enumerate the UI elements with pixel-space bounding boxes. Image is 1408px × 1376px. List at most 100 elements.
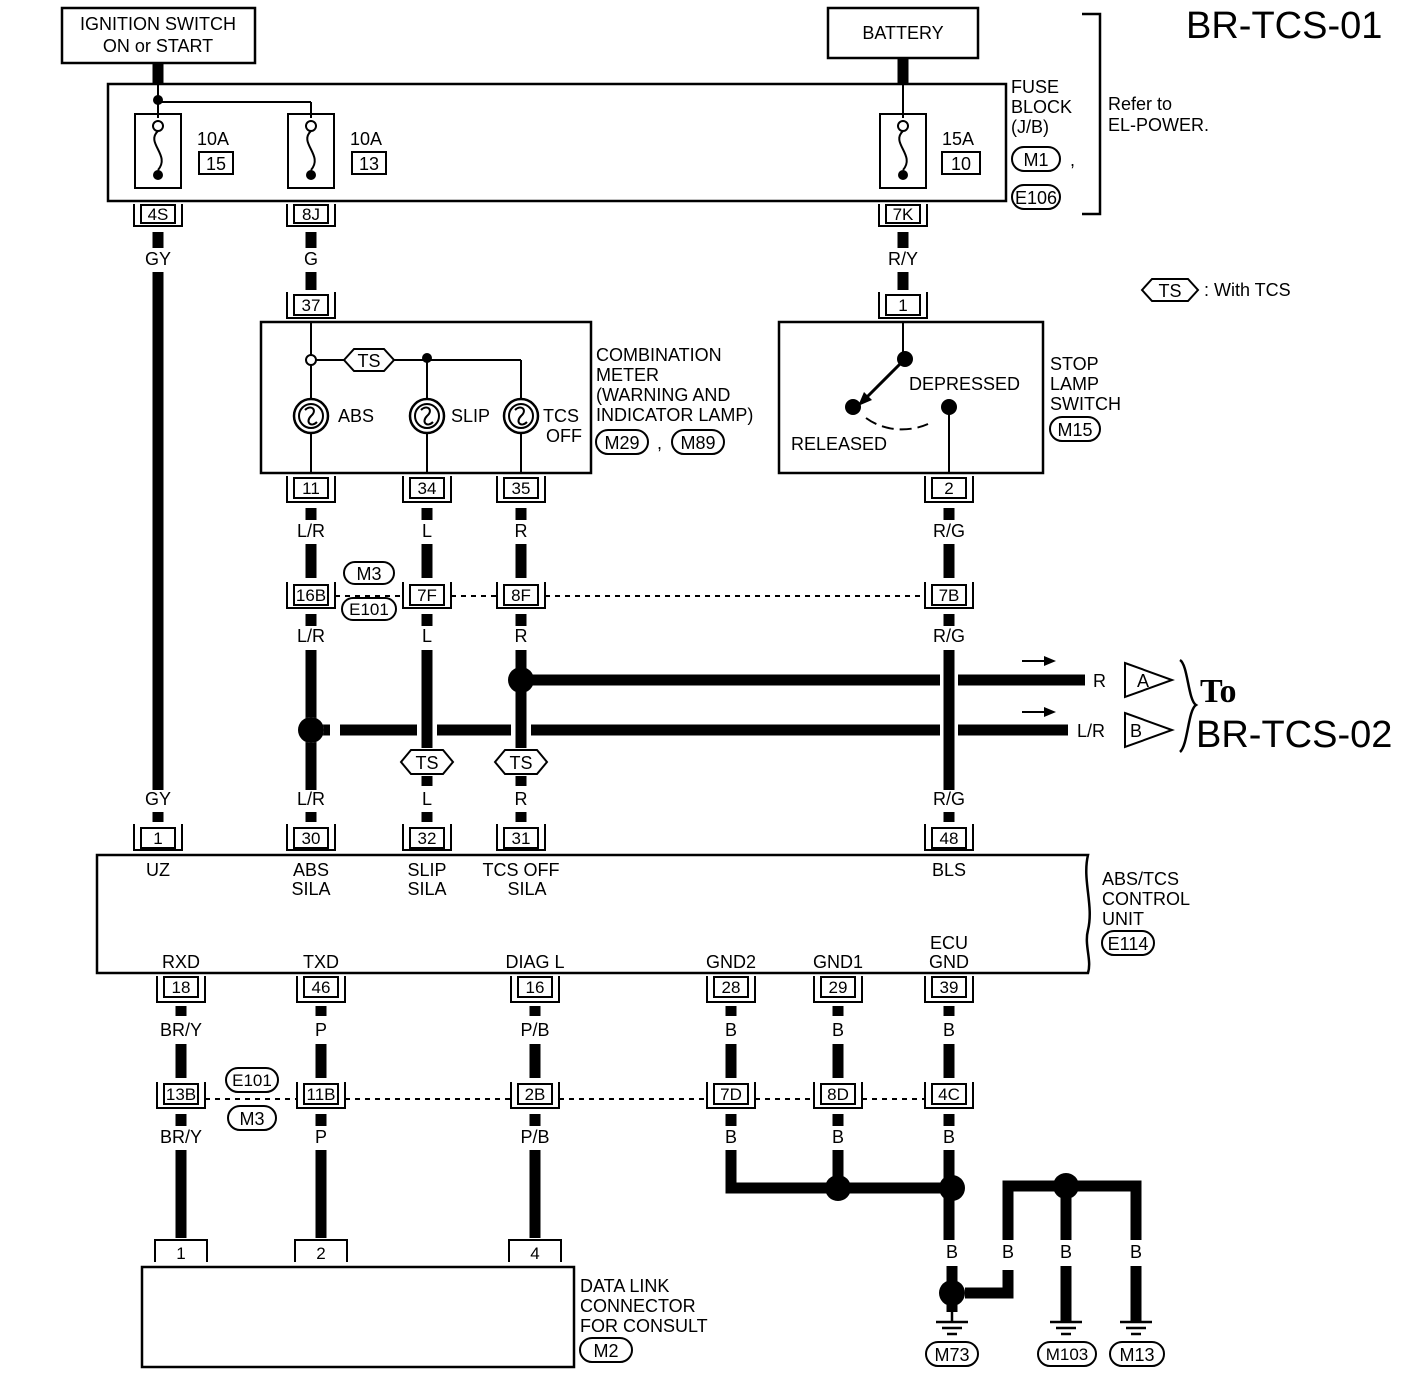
ts-mark-slip: TS <box>399 749 455 775</box>
stop-lamp-switch-label: STOP LAMP SWITCH M15 <box>1049 354 1121 442</box>
svg-text:(WARNING AND: (WARNING AND <box>596 385 730 405</box>
svg-text:2B: 2B <box>525 1085 546 1104</box>
svg-text:OFF: OFF <box>546 426 582 446</box>
wire-gy-top: GY <box>145 249 171 269</box>
wire-l-1: L <box>422 521 432 541</box>
svg-text:CONNECTOR: CONNECTOR <box>580 1296 696 1316</box>
svg-text:ON or START: ON or START <box>103 36 213 56</box>
svg-text:FUSE: FUSE <box>1011 77 1059 97</box>
svg-text:1: 1 <box>153 829 162 848</box>
svg-text:39: 39 <box>940 978 959 997</box>
svg-text:35: 35 <box>512 479 531 498</box>
svg-text:13B: 13B <box>166 1085 196 1104</box>
abs-lamp-icon <box>292 397 330 435</box>
svg-text:M13: M13 <box>1119 1345 1154 1365</box>
wire-bry-1: BR/Y <box>160 1020 202 1040</box>
svg-text:4: 4 <box>530 1244 539 1263</box>
svg-text:18: 18 <box>172 978 191 997</box>
svg-text:10A: 10A <box>197 129 229 149</box>
wire-pb-1: P/B <box>520 1020 549 1040</box>
wire-r-3: R <box>515 789 528 809</box>
wire-r-2: R <box>515 626 528 646</box>
data-link-label: DATA LINK CONNECTOR FOR CONSULT M2 <box>579 1276 708 1363</box>
combination-meter: 37 TS ABS SLIP TCS OFF <box>259 292 593 475</box>
svg-text:7D: 7D <box>720 1085 742 1104</box>
svg-text:SILA: SILA <box>407 879 446 899</box>
svg-text:A: A <box>1137 671 1149 691</box>
ground-icon: M103 <box>1037 1320 1097 1367</box>
svg-text:31: 31 <box>512 829 531 848</box>
svg-text:GND: GND <box>929 952 969 972</box>
svg-text:28: 28 <box>722 978 741 997</box>
svg-text:10: 10 <box>951 154 971 174</box>
svg-text:RXD: RXD <box>162 952 200 972</box>
battery-box: BATTERY <box>826 6 980 60</box>
tag-a: A <box>1124 661 1175 699</box>
svg-text:TXD: TXD <box>303 952 339 972</box>
svg-text:M15: M15 <box>1057 420 1092 440</box>
svg-text:ABS/TCS: ABS/TCS <box>1102 869 1179 889</box>
svg-text:BATTERY: BATTERY <box>862 23 943 43</box>
svg-text:16B: 16B <box>296 586 326 605</box>
fuse-block-label: FUSE BLOCK (J/B) M1 , E106 <box>1011 77 1075 210</box>
wire-gy-bottom: GY <box>145 789 171 809</box>
meter-out-pins: 11 34 35 <box>286 476 546 503</box>
svg-text:TCS: TCS <box>543 406 579 426</box>
svg-text:GND1: GND1 <box>813 952 863 972</box>
page-title: BR-TCS-01 <box>1186 5 1382 47</box>
fuse-block: 10A 15 10A 13 15A 10 <box>106 82 1008 203</box>
svg-text:: With TCS: : With TCS <box>1204 280 1291 300</box>
to-page-label: BR-TCS-02 <box>1196 714 1392 756</box>
ts-mark-tcs: TS <box>493 749 549 775</box>
svg-text:M29: M29 <box>604 433 639 453</box>
wire-b-2: B <box>832 1020 844 1040</box>
wire-b-4: B <box>725 1127 737 1147</box>
svg-text:2: 2 <box>316 1244 325 1263</box>
wire-b-10: B <box>1130 1242 1142 1262</box>
svg-text:E106: E106 <box>1015 188 1057 208</box>
wire-p-1: P <box>315 1020 327 1040</box>
svg-text:15A: 15A <box>942 129 974 149</box>
svg-text:DATA LINK: DATA LINK <box>580 1276 669 1296</box>
wire-rg-3: R/G <box>933 789 965 809</box>
svg-text:EL-POWER.: EL-POWER. <box>1108 115 1209 135</box>
wire-pb-2: P/B <box>520 1127 549 1147</box>
svg-text:1: 1 <box>898 296 907 315</box>
svg-text:1: 1 <box>176 1244 185 1263</box>
combination-meter-label: COMBINATION METER (WARNING AND INDICATOR… <box>595 345 753 455</box>
svg-text:DIAG L: DIAG L <box>505 952 564 972</box>
svg-text:Refer to: Refer to <box>1108 94 1172 114</box>
ground-icon: M13 <box>1109 1320 1165 1367</box>
svg-text:SWITCH: SWITCH <box>1050 394 1121 414</box>
svg-text:E114: E114 <box>1108 934 1149 954</box>
svg-text:15: 15 <box>206 154 226 174</box>
svg-text:30: 30 <box>302 829 321 848</box>
svg-text:M3: M3 <box>356 564 381 584</box>
wire-r-to-a: R <box>1093 671 1106 691</box>
fuse-out-connectors: 4S 8J 7K <box>133 204 928 227</box>
svg-text:M3: M3 <box>239 1109 264 1129</box>
wire-r-1: R <box>515 521 528 541</box>
control-unit-bottom-pins: 18 46 16 28 29 39 <box>156 976 974 1003</box>
svg-text:UNIT: UNIT <box>1102 909 1144 929</box>
svg-text:11: 11 <box>302 479 320 498</box>
wire-l-2: L <box>422 626 432 646</box>
svg-text:TCS OFF: TCS OFF <box>483 860 560 880</box>
svg-text:,: , <box>1070 150 1075 170</box>
arrow-right-icon <box>1022 656 1056 666</box>
wire-rg-2: R/G <box>933 626 965 646</box>
svg-text:TS: TS <box>1158 281 1181 301</box>
svg-text:ECU: ECU <box>930 933 968 953</box>
svg-text:INDICATOR LAMP): INDICATOR LAMP) <box>596 405 753 425</box>
svg-text:,: , <box>657 433 662 453</box>
wire-lr-3: L/R <box>297 789 325 809</box>
svg-text:UZ: UZ <box>146 860 170 880</box>
ignition-switch-box: IGNITION SWITCH ON or START <box>60 6 257 65</box>
svg-text:SILA: SILA <box>507 879 546 899</box>
wire-b-7: B <box>946 1242 958 1262</box>
svg-text:SLIP: SLIP <box>407 860 446 880</box>
svg-text:IGNITION SWITCH: IGNITION SWITCH <box>80 14 236 34</box>
wire-b-8: B <box>1002 1242 1014 1262</box>
svg-text:11B: 11B <box>307 1085 336 1104</box>
